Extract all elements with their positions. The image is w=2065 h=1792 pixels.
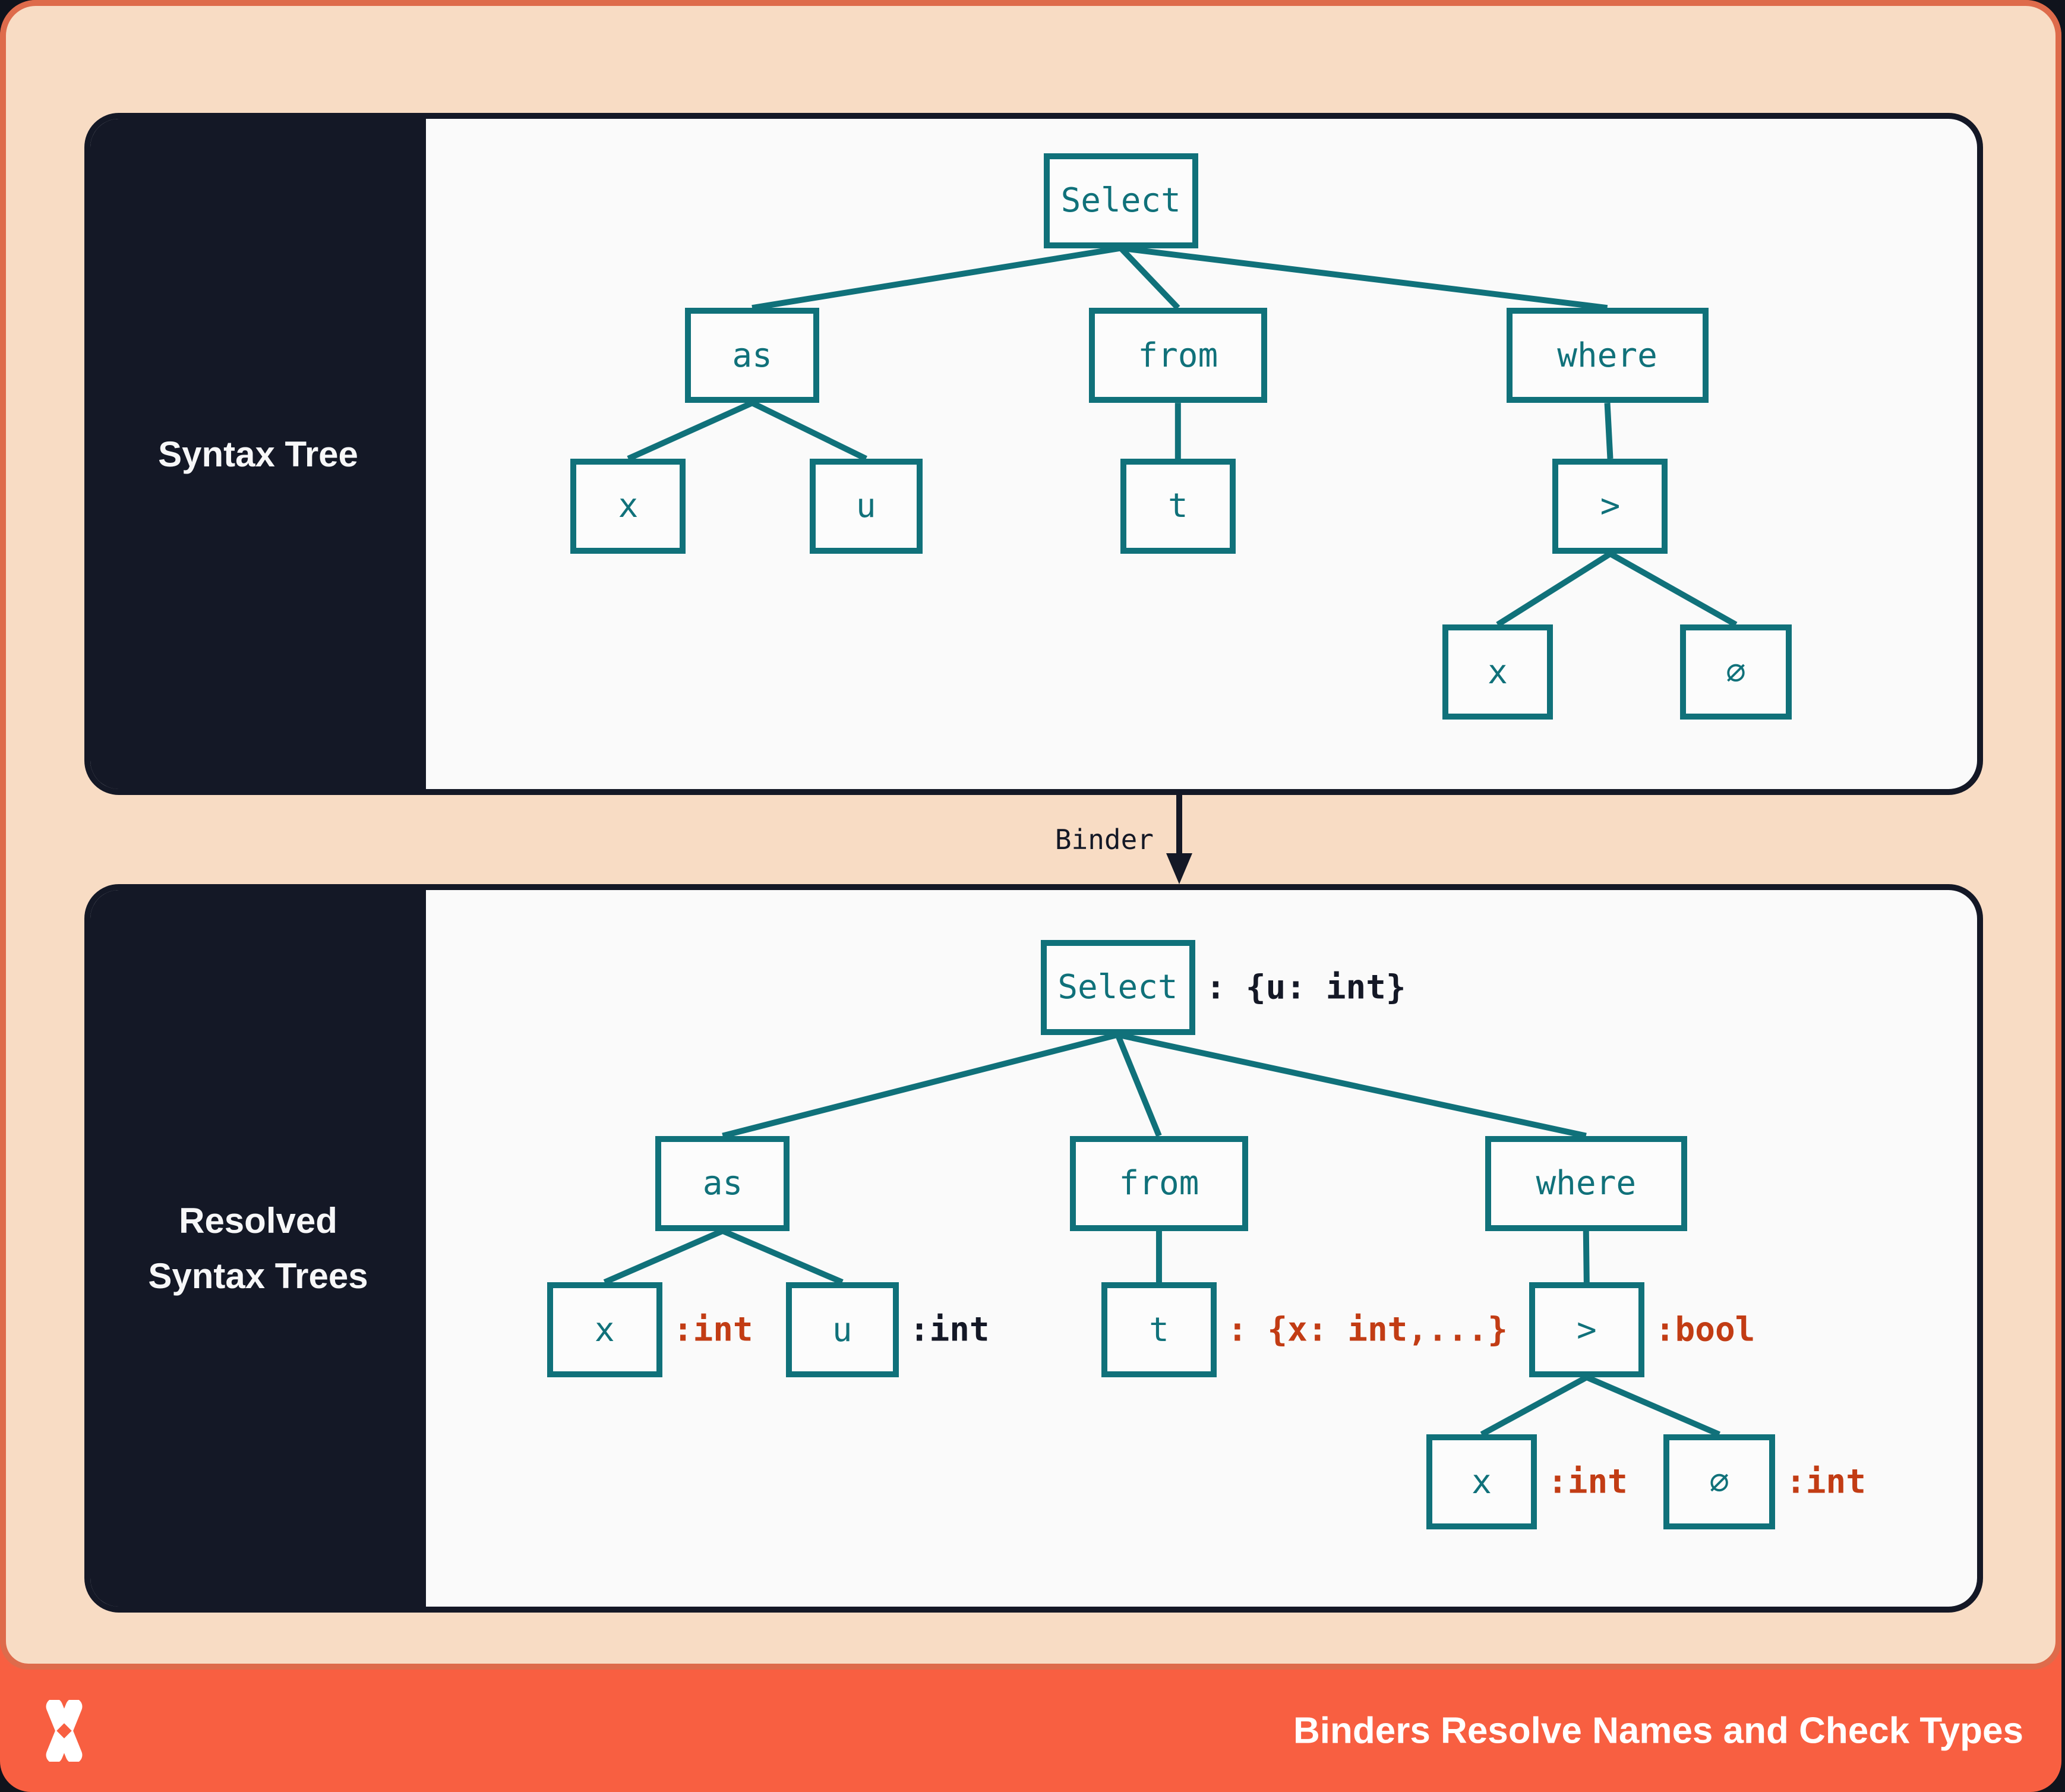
node-label: t: [1149, 1310, 1169, 1349]
tree-edge: [603, 1228, 724, 1285]
node-label: u: [855, 487, 876, 526]
tree-node-as: as: [685, 308, 820, 403]
tree-node-zero1: ∅: [1679, 624, 1792, 720]
panel-title: Syntax Trees: [148, 1256, 368, 1296]
type-annotation: :bool: [1654, 1310, 1755, 1349]
tree-edge: [1585, 1374, 1721, 1437]
node-label: where: [1536, 1164, 1637, 1203]
node-label: Select: [1060, 181, 1181, 220]
tree-node-x1: x: [570, 458, 686, 554]
tree-edge: [1480, 1374, 1589, 1437]
node-label: from: [1119, 1164, 1199, 1203]
sidebar-resolved-syntax-trees: Resolved Syntax Trees: [90, 890, 426, 1607]
node-label: x: [618, 487, 639, 526]
tree-node-zero1: ∅: [1663, 1434, 1776, 1530]
tree-edge: [752, 245, 1122, 311]
node-label: x: [594, 1310, 615, 1349]
type-annotation: : {x: int,...}: [1227, 1310, 1508, 1349]
tree-node-t1: t: [1101, 1282, 1217, 1377]
tree-node-as: as: [655, 1135, 790, 1231]
binder-label: Binder: [1054, 824, 1154, 856]
tree-node-t1: t: [1120, 458, 1236, 554]
tree-edge: [1119, 246, 1180, 310]
tree-node-x2: x: [1426, 1434, 1537, 1530]
panel-syntax-tree: Syntax Tree Select as from where x u t > x ∅: [84, 113, 1983, 795]
node-label: where: [1557, 336, 1657, 375]
tree-edges: [627, 245, 1738, 627]
tree-node-select: Select: [1040, 939, 1195, 1035]
tree-edge: [1604, 402, 1614, 459]
tree-node-u1: u: [785, 1282, 899, 1377]
node-label: >: [1576, 1310, 1597, 1349]
tree-node-gt1: >: [1552, 458, 1668, 554]
node-label: ∅: [1726, 652, 1746, 692]
tree-node-x1: x: [547, 1282, 662, 1377]
node-label: x: [1488, 652, 1508, 692]
tree-node-select: Select: [1043, 153, 1198, 248]
panel-title: Syntax Tree: [158, 434, 358, 474]
tree-edge: [1120, 245, 1608, 311]
resolved-syntax-tree-canvas: Select : {u: int} as from where x :int u :int t : …: [426, 890, 1977, 1607]
node-label: >: [1600, 487, 1621, 526]
tree-edge: [627, 400, 754, 462]
node-label: x: [1472, 1462, 1492, 1501]
tree-edge: [1609, 551, 1738, 627]
footer-title: Binders Resolve Names and Check Types: [1293, 1710, 2023, 1752]
type-annotation: :int: [909, 1310, 990, 1349]
node-label: as: [702, 1164, 743, 1203]
tree-node-where: where: [1506, 308, 1709, 403]
tree-edge: [1583, 1231, 1590, 1283]
tree-node-where: where: [1485, 1135, 1687, 1231]
syntax-tree-canvas: Select as from where x u t > x ∅: [426, 119, 1977, 789]
panel-resolved-syntax-trees: Resolved Syntax Trees Select : {u: int} as…: [84, 884, 1983, 1613]
tree-edge: [1117, 1031, 1587, 1139]
type-annotation: :int: [1548, 1462, 1628, 1501]
type-annotation: :int: [1786, 1462, 1866, 1501]
tree-edge: [722, 1031, 1119, 1139]
tree-node-u1: u: [809, 458, 923, 554]
tree-node-x2: x: [1442, 624, 1553, 720]
node-label: ∅: [1709, 1462, 1729, 1501]
tree-node-from: from: [1088, 308, 1267, 403]
x-logo-icon: [46, 1700, 83, 1762]
tree-edge: [750, 400, 867, 462]
tree-edge: [1114, 1033, 1162, 1137]
tree-edges: [603, 1031, 1721, 1437]
binder-arrow-icon: [1166, 795, 1192, 884]
node-label: from: [1138, 336, 1218, 375]
node-label: as: [732, 336, 772, 375]
type-annotation: : {u: int}: [1205, 968, 1406, 1007]
panel-title: Resolved: [179, 1201, 337, 1241]
tree-edge: [1496, 551, 1612, 627]
tree-node-gt1: >: [1529, 1282, 1644, 1377]
footer-bar: Binders Resolve Names and Check Types: [0, 1670, 2061, 1792]
node-label: u: [832, 1310, 852, 1349]
node-label: t: [1167, 487, 1188, 526]
tree-node-from: from: [1069, 1135, 1248, 1231]
tree-edge: [721, 1228, 844, 1285]
sidebar-syntax-tree: Syntax Tree: [90, 119, 426, 789]
node-label: Select: [1057, 968, 1178, 1007]
type-annotation: :int: [672, 1310, 753, 1349]
